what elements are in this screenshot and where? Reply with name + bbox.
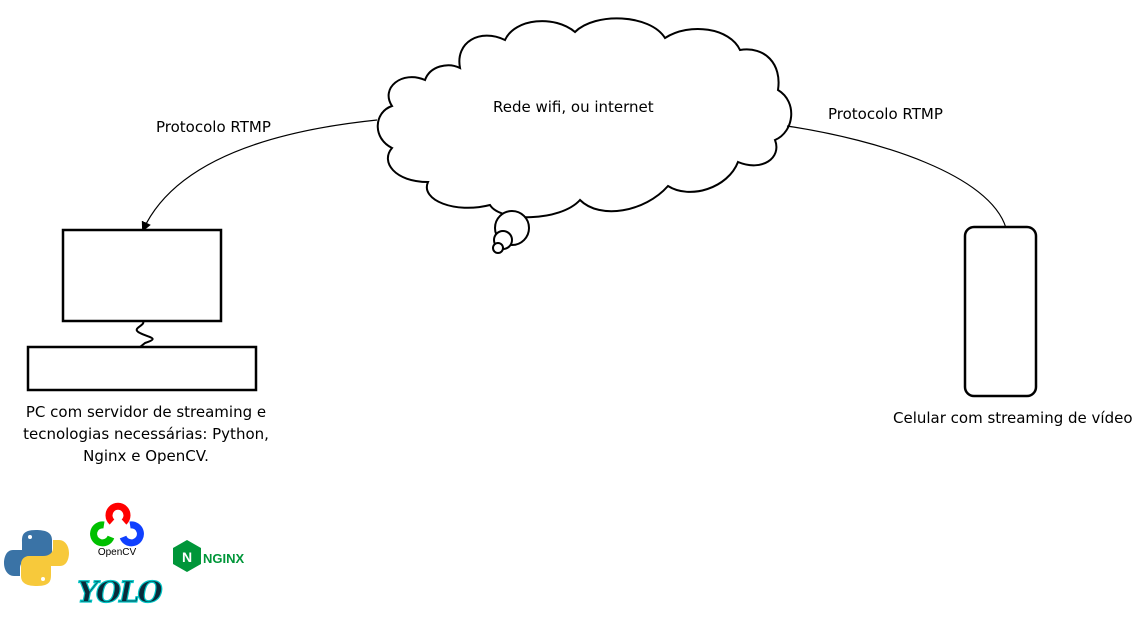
pc-keyboard [26,345,258,392]
right-protocol-label: Protocolo RTMP [828,105,943,123]
left-connection-arrow [141,119,378,232]
cloud-bubble-small [492,242,504,254]
phone-caption: Celular com streaming de vídeo [893,409,1133,427]
yolo-logo-text: YOLO [77,575,162,609]
right-connection-line [786,125,1007,229]
python-logo [4,530,69,586]
pc-caption-line: tecnologias necessárias: Python, [23,424,269,443]
phone-device [963,225,1038,398]
pc-cable [135,320,154,348]
pc-caption-line: Nginx e OpenCV. [83,446,209,465]
nginx-logo-text: NGINX [203,551,245,566]
cloud-label: Rede wifi, ou internet [493,98,654,116]
opencv-logo-text: OpenCV [98,547,137,558]
pc-caption-line: PC com servidor de streaming e [25,403,267,421]
nginx-logo: N NGINX [173,540,245,572]
pc-monitor [61,228,223,323]
pc-caption: PC com servidor de streaming e tecnologi… [5,402,287,467]
left-protocol-label: Protocolo RTMP [156,118,271,136]
svg-text:N: N [182,549,192,565]
cloud-shape [376,17,793,219]
opencv-logo: OpenCV [90,502,144,558]
yolo-logo: YOLO [77,574,166,609]
